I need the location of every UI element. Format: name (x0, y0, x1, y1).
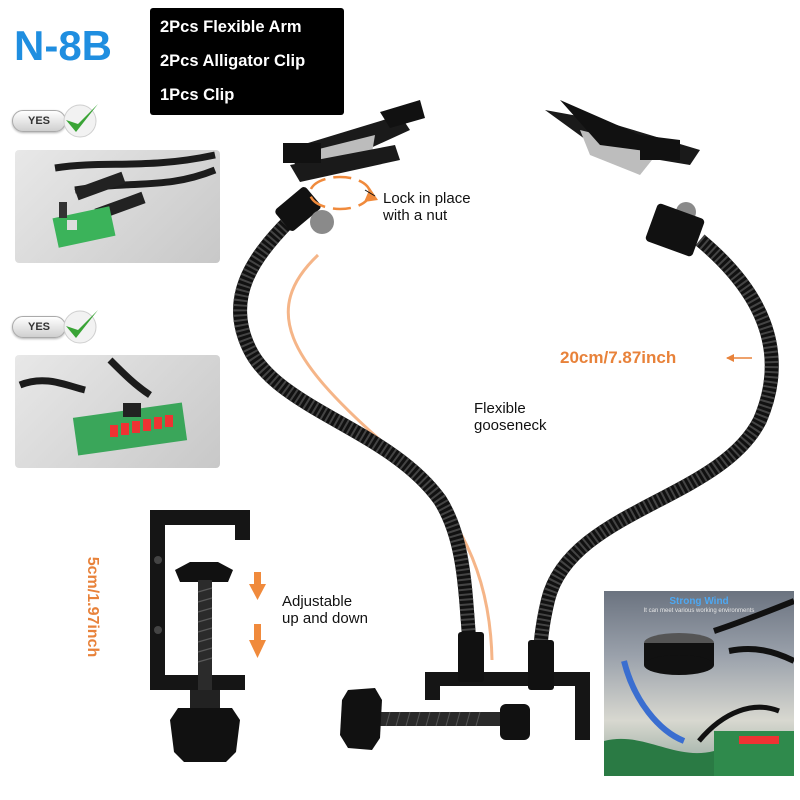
callout-line: Lock in place (383, 190, 471, 207)
checkmark-icon (63, 310, 98, 344)
clamp-height-measurement: 5cm/1.97inch (84, 556, 101, 658)
callout-gooseneck: Flexible gooseneck (474, 400, 547, 434)
callout-line: with a nut (383, 207, 448, 224)
base-clamp (340, 632, 590, 750)
callout-line: Flexible (474, 400, 526, 417)
package-contents-box: 2Pcs Flexible Arm 2Pcs Alligator Clip 1P… (150, 8, 344, 115)
yes-label: YES (12, 316, 66, 338)
c-clamp-detail (150, 510, 250, 762)
example-photo-led-board (15, 355, 220, 468)
left-alligator-clip (275, 100, 425, 234)
yes-badge: YES (12, 306, 102, 346)
checkmark-icon (63, 104, 98, 138)
callout-line: gooseneck (474, 417, 547, 434)
inset-title: Strong Wind (669, 596, 729, 607)
callout-line: Adjustable (282, 593, 353, 610)
yes-label: YES (12, 110, 66, 132)
spec-clip: 1Pcs Clip (160, 86, 235, 104)
model-name: N-8B (14, 22, 113, 69)
rotation-arrows (308, 175, 372, 211)
right-alligator-clip (545, 100, 705, 257)
callout-line: up and down (282, 610, 368, 627)
example-photo-pcb-holding (15, 150, 220, 263)
callout-lock-nut: Lock in place with a nut (383, 190, 471, 224)
spec-alligator-clip: 2Pcs Alligator Clip (160, 52, 306, 70)
inset-fan-photo: Strong Wind It can meet various working … (604, 591, 794, 776)
callout-adjustable: Adjustable up and down (282, 593, 368, 627)
spec-flexible-arm: 2Pcs Flexible Arm (160, 18, 302, 36)
arm-length-measurement: 20cm/7.87inch (560, 348, 677, 367)
left-gooseneck-arm (233, 215, 477, 651)
orange-arrow-down-icon (249, 572, 266, 658)
inset-subtitle: It can meet various working environments (643, 608, 755, 614)
yes-badge: YES (12, 100, 102, 140)
orange-arrow-left-icon (726, 354, 752, 362)
right-gooseneck-arm (533, 234, 779, 661)
